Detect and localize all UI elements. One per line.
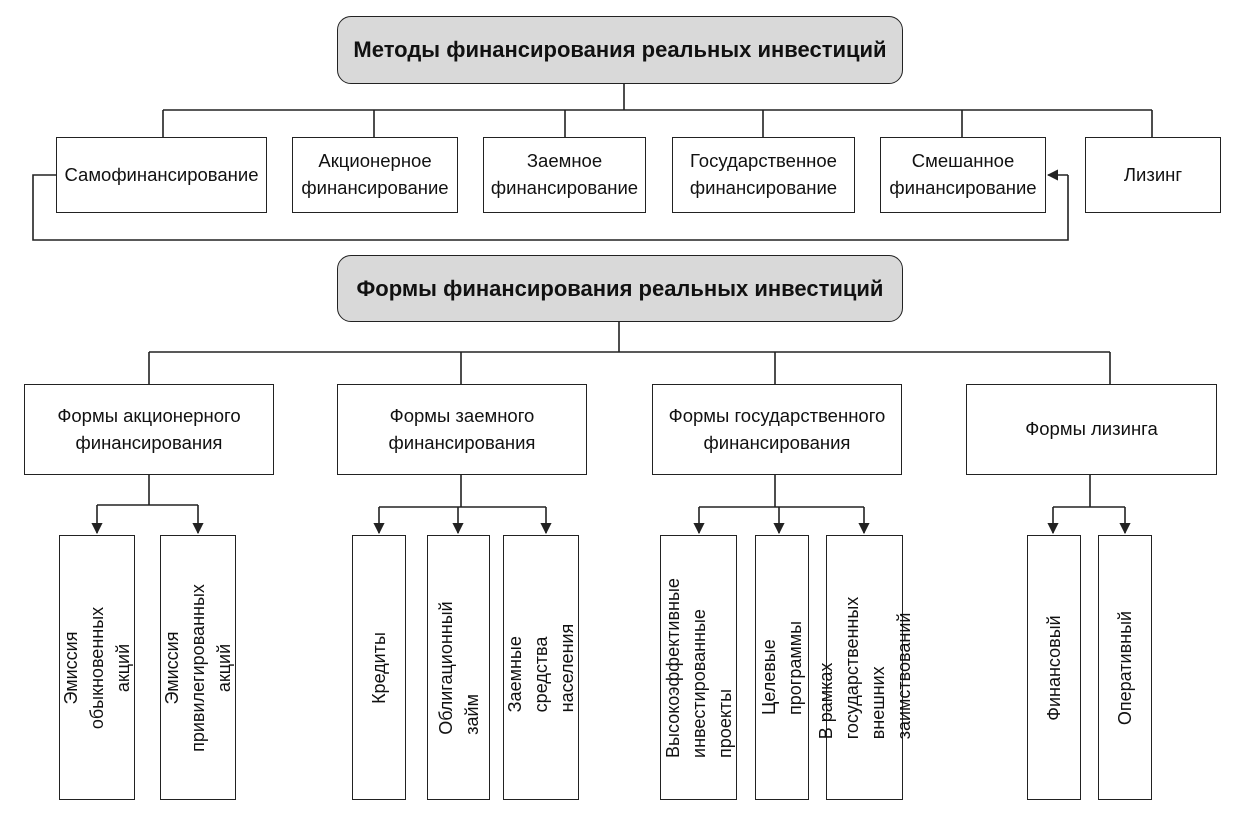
method-self-financing: Самофинансирование: [56, 137, 267, 213]
form-group-label: Формы акционерного финансирования: [57, 404, 241, 453]
forms-title: Формы финансирования реальных инвестиций: [356, 275, 884, 301]
form-group-debt: Формы заемного финансирования: [337, 384, 587, 475]
leaf-label: Эмиссия обыкновенных акций: [60, 606, 134, 729]
method-leasing: Лизинг: [1085, 137, 1221, 213]
leaf-label: В рамках государственных внешних заимств…: [815, 596, 914, 739]
leaf-label: Эмиссия привилегированных акций: [161, 583, 235, 752]
method-debt-financing: Заемное финансирование: [483, 137, 646, 213]
method-label: Заемное финансирование: [490, 150, 639, 198]
leaf-financial-leasing: Финансовый: [1027, 535, 1081, 800]
leaf-label: Оперативный: [1114, 610, 1135, 725]
leaf-common-shares: Эмиссия обыкновенных акций: [59, 535, 135, 800]
leaf-population-funds: Заемные средства населения: [503, 535, 579, 800]
leaf-label: Кредиты: [368, 631, 389, 704]
method-state-financing: Государственное финансирование: [672, 137, 855, 213]
method-label: Смешанное финансирование: [889, 150, 1037, 198]
method-label: Лизинг: [1123, 163, 1183, 185]
method-label: Самофинансирование: [64, 163, 259, 185]
form-group-leasing: Формы лизинга: [966, 384, 1217, 475]
leaf-credits: Кредиты: [352, 535, 406, 800]
leaf-bond-loan: Облигационный займ: [427, 535, 490, 800]
leaf-high-efficiency-projects: Высокоэффективные инвестированные проект…: [660, 535, 737, 800]
form-group-label: Формы государственного финансирования: [668, 404, 886, 453]
form-group-state: Формы государственного финансирования: [652, 384, 902, 475]
forms-title-box: Формы финансирования реальных инвестиций: [337, 255, 903, 322]
leaf-label: Заемные средства населения: [504, 623, 578, 712]
method-equity-financing: Акционерное финансирование: [292, 137, 458, 213]
form-group-equity: Формы акционерного финансирования: [24, 384, 274, 475]
method-label: Государственное финансирование: [689, 150, 838, 198]
methods-title: Методы финансирования реальных инвестици…: [353, 37, 887, 62]
method-mixed-financing: Смешанное финансирование: [880, 137, 1046, 213]
leaf-label: Финансовый: [1043, 614, 1064, 721]
method-label: Акционерное финансирование: [301, 150, 449, 198]
leaf-operating-leasing: Оперативный: [1098, 535, 1152, 800]
leaf-target-programs: Целевые программы: [755, 535, 809, 800]
form-group-label: Формы заемного финансирования: [388, 404, 536, 453]
leaf-label: Облигационный займ: [435, 600, 482, 735]
leaf-state-external-borrowing: В рамках государственных внешних заимств…: [815, 535, 914, 800]
form-group-label: Формы лизинга: [1025, 418, 1158, 440]
leaf-preferred-shares: Эмиссия привилегированных акций: [160, 535, 236, 800]
leaf-label: Высокоэффективные инвестированные проект…: [662, 577, 735, 758]
leaf-label: Целевые программы: [758, 620, 805, 715]
methods-title-box: Методы финансирования реальных инвестици…: [337, 16, 903, 84]
